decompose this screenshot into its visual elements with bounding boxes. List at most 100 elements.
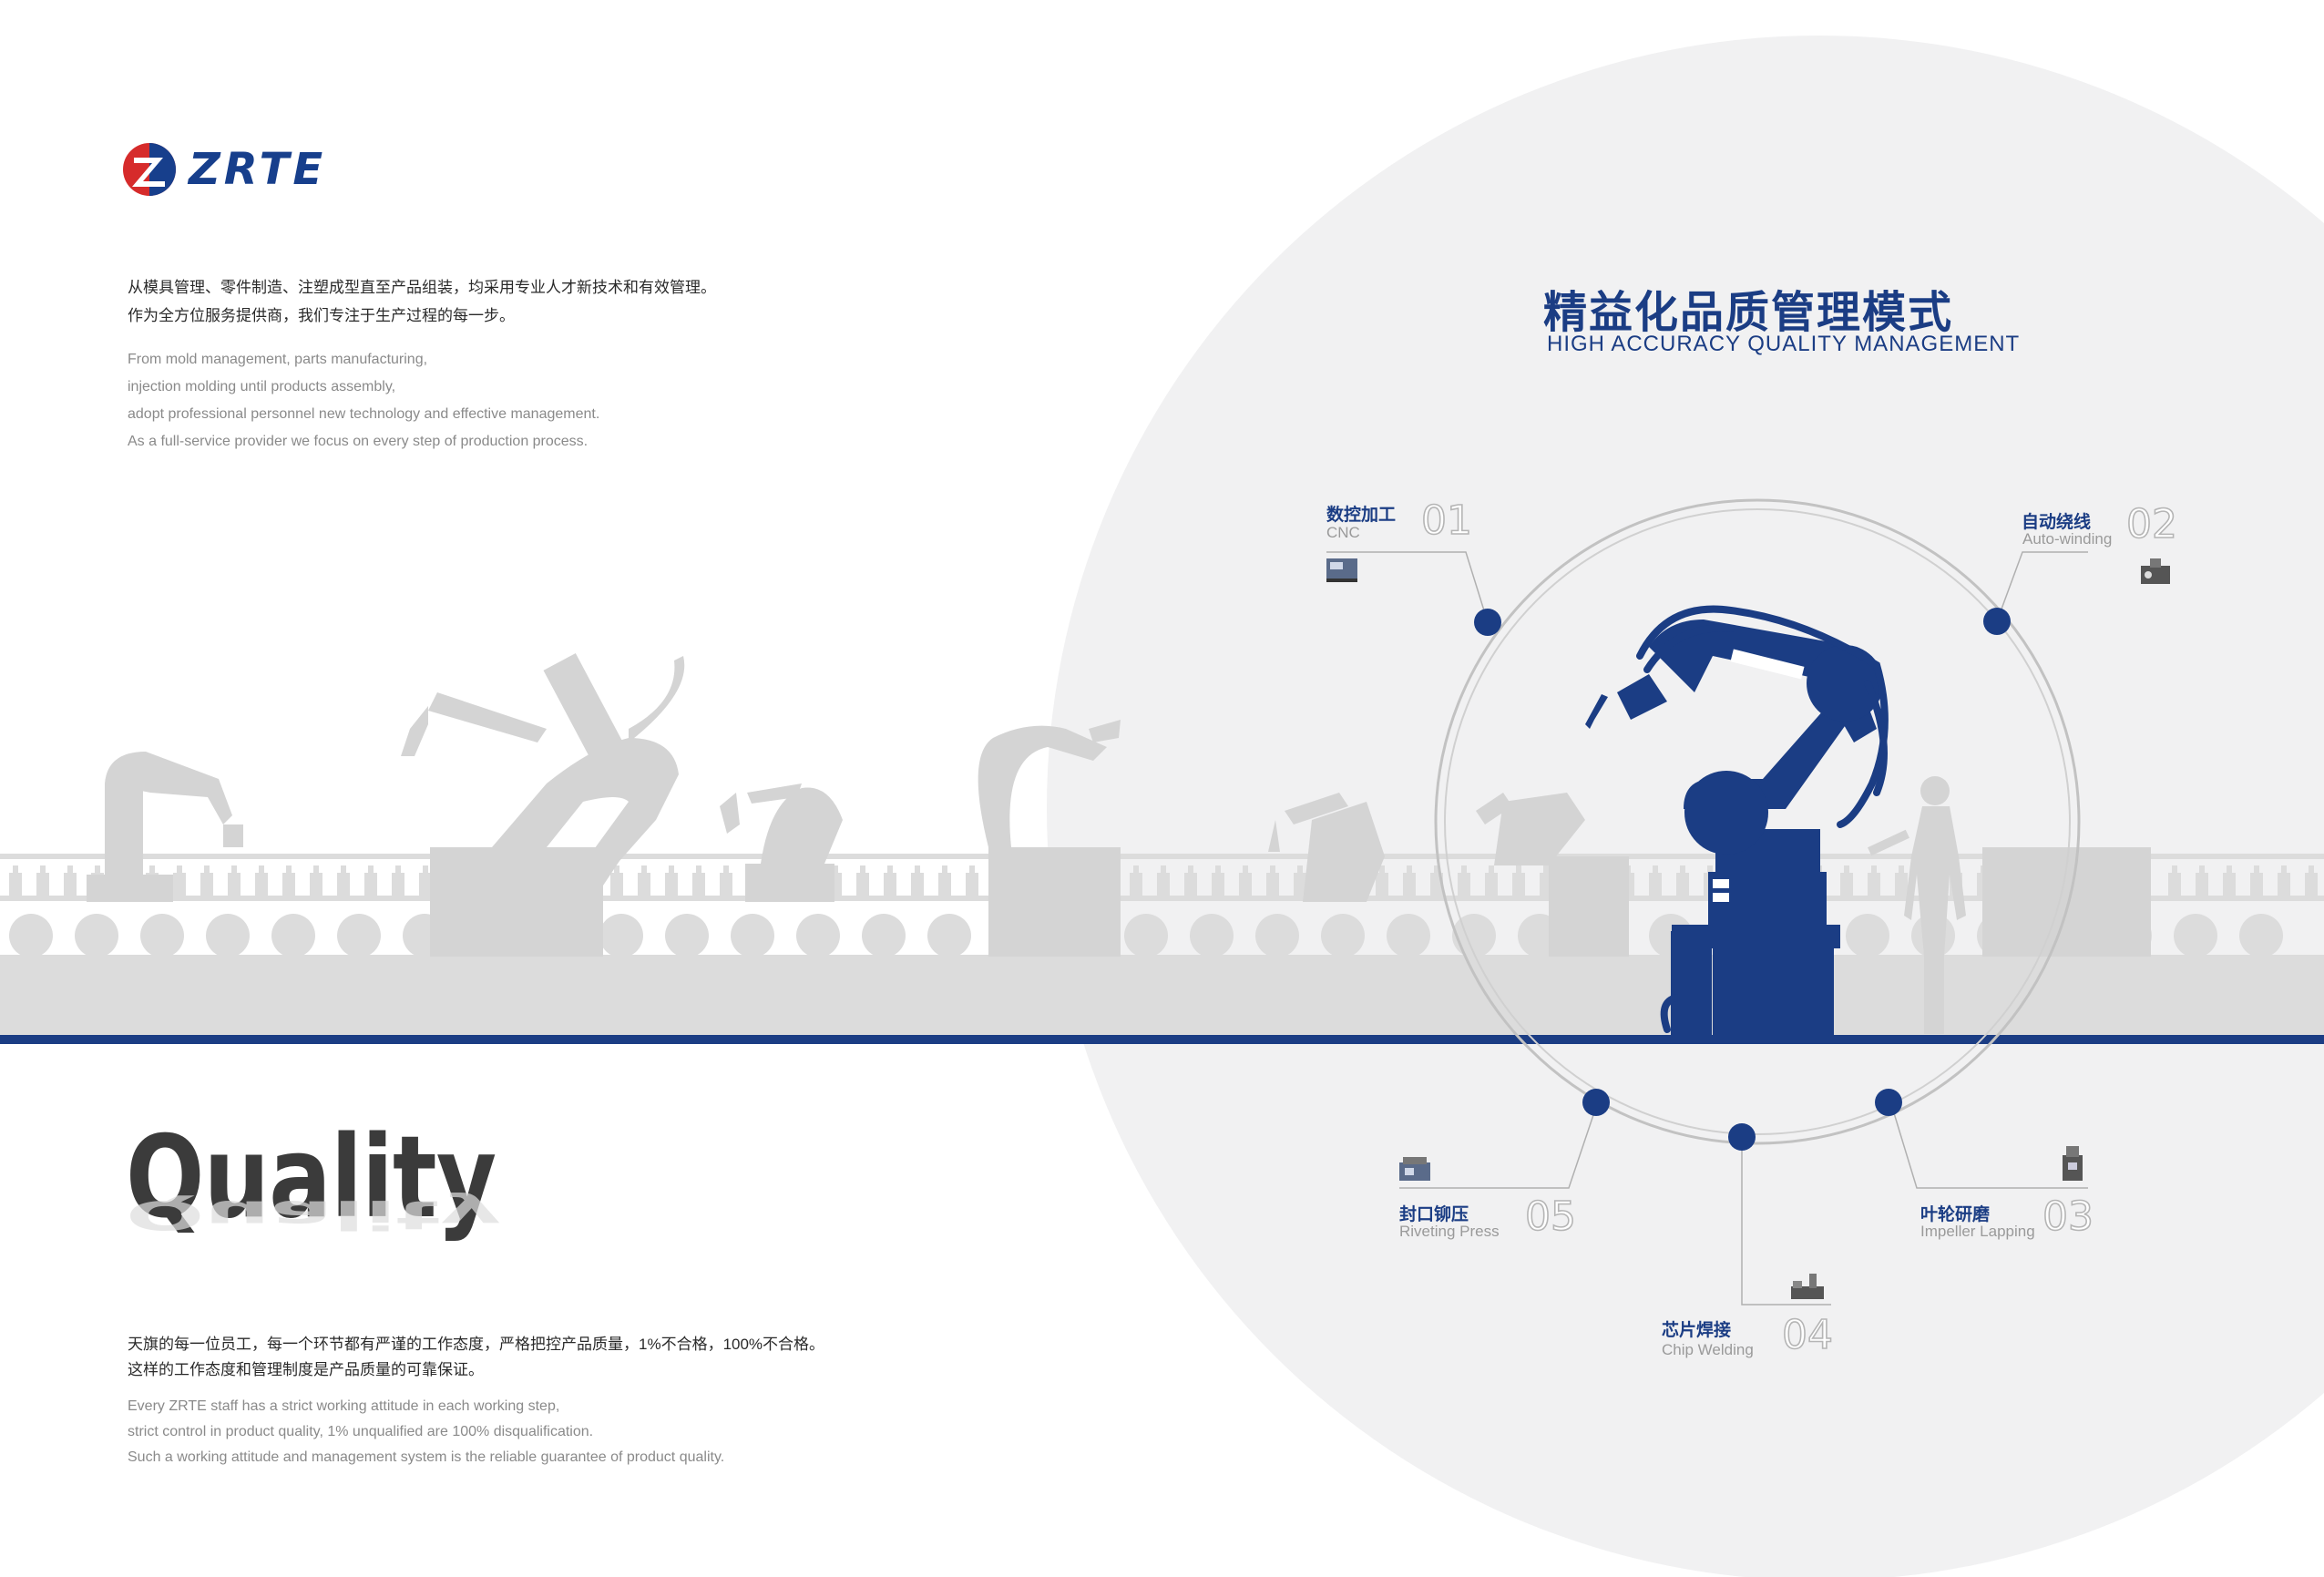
conveyor-bottle	[1868, 873, 1880, 896]
feature-05-number: 05	[1524, 1193, 1577, 1241]
conveyor-bottle-neck	[833, 865, 838, 874]
conveyor-bottle-neck	[887, 865, 893, 874]
feature-01-number: 01	[1420, 497, 1473, 545]
conveyor-bottle	[2223, 873, 2236, 896]
conveyor-roller	[206, 914, 250, 957]
conveyor-bottle-neck	[1489, 865, 1494, 874]
conveyor-roller	[1452, 914, 1496, 957]
conveyor-bottle	[36, 873, 49, 896]
conveyor-bottle	[200, 873, 213, 896]
conveyor-bottle	[911, 873, 924, 896]
conveyor-bottle	[1840, 873, 1853, 896]
conveyor-bottle	[1512, 873, 1525, 896]
intro-en-line: injection molding until products assembl…	[128, 379, 396, 394]
conveyor-bottle	[1184, 873, 1197, 896]
conveyor-bottle-neck	[942, 865, 947, 874]
conveyor-bottle-neck	[95, 865, 100, 874]
conveyor-bottle	[392, 873, 404, 896]
station-dot-05	[1582, 1089, 1610, 1116]
station-dot-03	[1875, 1089, 1902, 1116]
conveyor-bottle	[1239, 873, 1252, 896]
quality-en: Every ZRTE staff has a strict working at…	[128, 1394, 724, 1470]
conveyor-bottle-neck	[259, 865, 264, 874]
conveyor-bottle	[1266, 873, 1279, 896]
zrte-logo: ZRTE	[121, 141, 326, 198]
conveyor-bottle-neck	[1270, 865, 1275, 874]
conveyor-roller	[1846, 914, 1889, 957]
process-ring-outer	[1434, 498, 2081, 1145]
intro-en: From mold management, parts manufacturin…	[128, 346, 599, 456]
conveyor-roller	[862, 914, 906, 957]
conveyor-bottle-neck	[1461, 865, 1467, 874]
conveyor-bottle	[638, 873, 650, 896]
conveyor-bottle	[310, 873, 322, 896]
winding-machine-icon	[2141, 558, 2170, 584]
riveting-machine-icon	[1399, 1157, 1430, 1181]
conveyor-roller	[2239, 914, 2283, 957]
conveyor-bottle-neck	[2254, 865, 2259, 874]
conveyor-bottle-neck	[1379, 865, 1385, 874]
conveyor-bottle-neck	[341, 865, 346, 874]
feature-02-en: Auto-winding	[2022, 530, 2113, 548]
conveyor-bottle-neck	[67, 865, 73, 874]
conveyor-bottle-neck	[1215, 865, 1221, 874]
conveyor-bottle	[228, 873, 241, 896]
conveyor-roller	[927, 914, 971, 957]
intro-en-line: From mold management, parts manufacturin…	[128, 352, 428, 367]
conveyor-bottle	[966, 873, 978, 896]
blue-robot	[1585, 605, 1889, 1039]
feature-03-cn: 叶轮研磨	[1920, 1205, 1991, 1224]
conveyor-bottle-neck	[641, 865, 647, 874]
conveyor-bottle-neck	[614, 865, 619, 874]
conveyor-bottle	[1294, 873, 1306, 896]
conveyor-bottle	[692, 873, 705, 896]
welding-machine-icon	[1791, 1274, 1824, 1299]
quality-heading-reflection: Quality	[126, 1192, 502, 1238]
conveyor-bottle	[1895, 873, 1908, 896]
conveyor-bottle-neck	[1188, 865, 1193, 874]
conveyor-bottle-neck	[204, 865, 210, 874]
conveyor-bottle	[2250, 873, 2263, 896]
conveyor-bottle-neck	[2172, 865, 2177, 874]
intro-cn-line: 作为全方位服务提供商，我们专注于生产过程的每一步。	[128, 307, 515, 324]
conveyor-bottle-neck	[177, 865, 182, 874]
feature-04-en: Chip Welding	[1662, 1341, 1754, 1358]
feature-02-cn: 自动绕线	[2022, 513, 2092, 532]
conveyor-bottle	[1649, 873, 1662, 896]
conveyor-bottle-neck	[286, 865, 292, 874]
intro-en-line: adopt professional personnel new technol…	[128, 406, 600, 422]
conveyor-roller	[1190, 914, 1234, 957]
conveyor-bottle	[1676, 873, 1689, 896]
conveyor-bottle	[255, 873, 268, 896]
conveyor-bottle	[173, 873, 186, 896]
conveyor-bottle-neck	[696, 865, 701, 874]
management-title-cn: 精益化品质管理模式	[1543, 289, 1954, 337]
conveyor-bottle	[64, 873, 77, 896]
conveyor-bottle-neck	[1407, 865, 1412, 874]
brand-name: ZRTE	[189, 144, 327, 195]
cnc-machine-icon	[1326, 558, 1357, 582]
feature-03-number: 03	[2042, 1193, 2094, 1241]
conveyor-roller	[2174, 914, 2217, 957]
conveyor-bottle	[9, 873, 22, 896]
conveyor-roller	[1124, 914, 1168, 957]
station-dot-04	[1728, 1123, 1756, 1151]
intro-cn-line: 从模具管理、零件制造、注塑成型直至产品组装，均采用专业人才新技术和有效管理。	[128, 279, 716, 296]
conveyor-bottle	[1403, 873, 1416, 896]
conveyor-bottle-neck	[149, 865, 155, 874]
connector-lines	[1326, 551, 2088, 1306]
lapping-machine-icon	[2063, 1146, 2083, 1181]
conveyor-bottle	[610, 873, 623, 896]
conveyor-bottle	[884, 873, 896, 896]
quality-cn-line: 这样的工作态度和管理制度是产品质量的可靠保证。	[128, 1361, 484, 1378]
conveyor-roller	[140, 914, 184, 957]
conveyor-bottle-neck	[1516, 865, 1521, 874]
process-ring-inner	[1444, 508, 2071, 1135]
conveyor-bottle-neck	[669, 865, 674, 874]
conveyor-bottle-neck	[915, 865, 920, 874]
navy-band	[0, 1035, 2324, 1044]
intro-en-line: As a full-service provider we focus on e…	[128, 434, 589, 449]
conveyor-bottle-neck	[1297, 865, 1303, 874]
conveyor-bottle-neck	[231, 865, 237, 874]
worker-silhouette	[1868, 776, 1966, 1034]
